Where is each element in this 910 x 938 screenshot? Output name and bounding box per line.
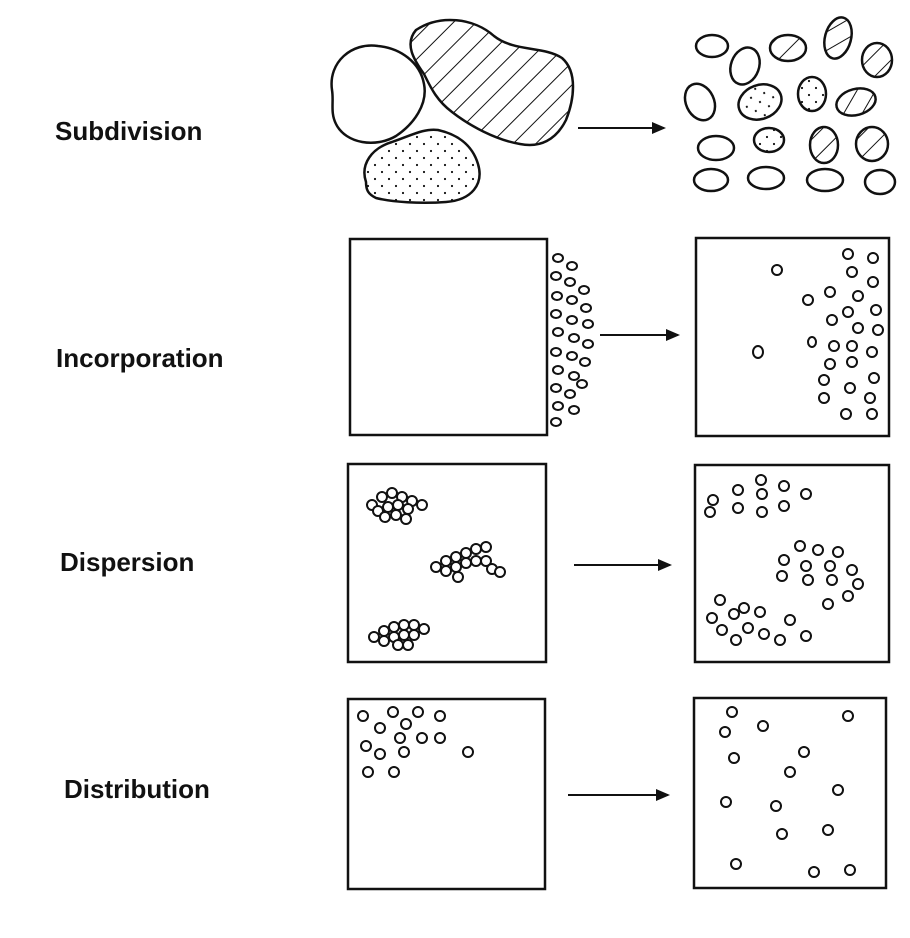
label-distribution: Distribution: [64, 774, 210, 804]
fragment: [692, 167, 730, 193]
cluster: [430, 541, 506, 583]
fragment: [854, 125, 890, 163]
cluster: [368, 619, 430, 651]
label-dispersion: Dispersion: [60, 547, 195, 577]
incorporation-after-box: [694, 236, 891, 438]
dispersion-before-clusters: [366, 487, 506, 651]
fragment: [835, 87, 877, 117]
fragment: [808, 125, 840, 165]
agglomerate-dotted: [363, 128, 481, 205]
dispersion-after-particles: [704, 474, 864, 646]
dispersion-after-box: [693, 463, 891, 664]
distribution-before-particles: [357, 706, 474, 778]
subdivision-after: [683, 16, 897, 196]
incorporation-after-particles: [752, 248, 884, 420]
fragment: [729, 46, 761, 86]
fragment: [805, 167, 845, 193]
label-subdivision: Subdivision: [55, 116, 203, 146]
distribution-before-box: [346, 697, 547, 891]
fragment: [696, 134, 736, 162]
agglomerate-plain: [330, 44, 426, 144]
fragment: [694, 33, 730, 59]
fragment: [863, 168, 897, 196]
distribution-after-box: [692, 696, 888, 890]
fragment: [752, 126, 786, 154]
incorporation-before-box: [348, 237, 549, 437]
label-incorporation: Incorporation: [56, 343, 224, 373]
agglomerate-hatched: [409, 18, 575, 147]
cluster: [366, 487, 428, 525]
fragment: [796, 75, 828, 113]
fragment: [746, 165, 786, 191]
dispersion-before-box: [346, 462, 548, 664]
fragment: [860, 41, 894, 79]
incorporation-before-particles: [550, 253, 594, 427]
distribution-after-particles: [719, 706, 856, 878]
fragment: [768, 33, 808, 63]
fragment: [737, 83, 783, 121]
fragment: [823, 16, 853, 60]
fragment: [683, 82, 717, 122]
subdivision-before: [330, 18, 575, 205]
